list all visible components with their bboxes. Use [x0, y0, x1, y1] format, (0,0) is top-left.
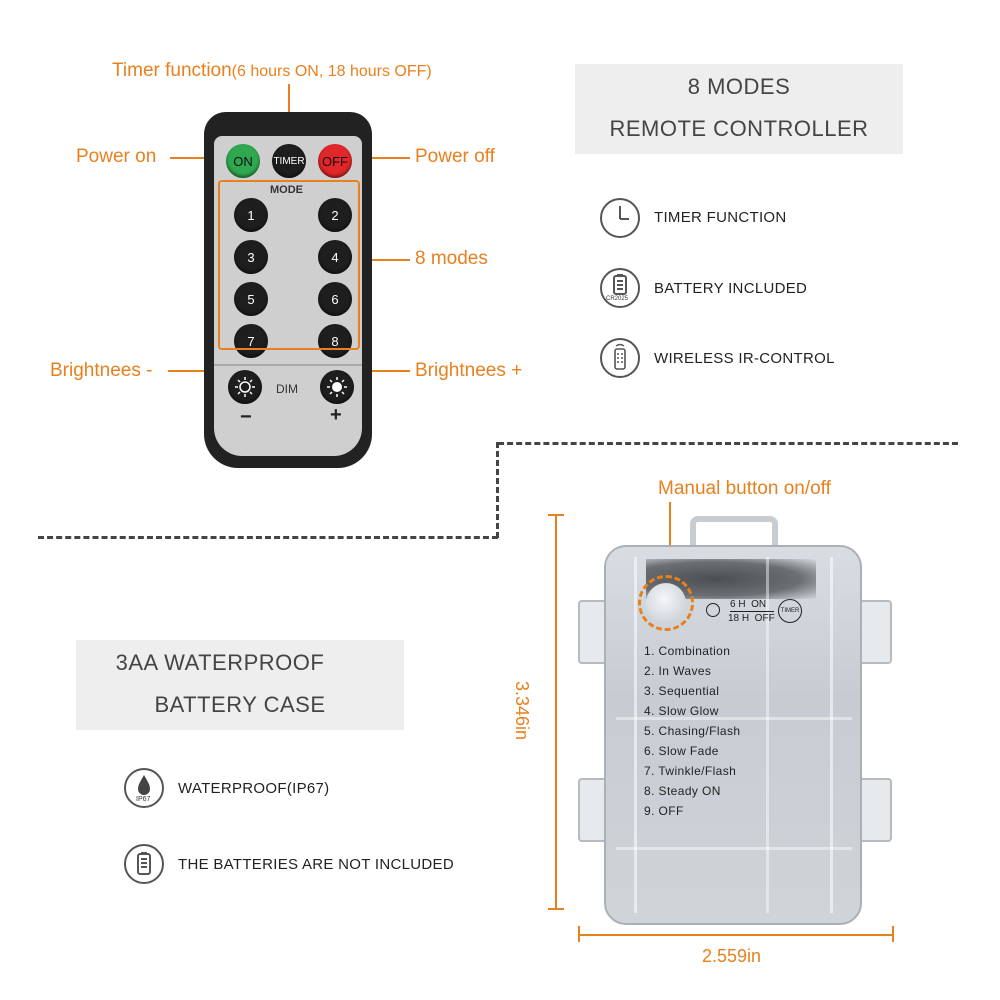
case-title-box: 3AA WATERPROOF BATTERY CASE — [76, 640, 404, 730]
mode-button-3[interactable]: 3 — [234, 240, 268, 274]
timer-button[interactable]: TIMER — [272, 144, 306, 178]
remote-divider — [214, 364, 362, 366]
case-modes-list: 1. Combination 2. In Waves 3. Sequential… — [644, 641, 740, 821]
case-ridge-h1 — [616, 717, 852, 720]
width-dimension-label: 2.559in — [702, 946, 762, 966]
battery-not-included-icon — [124, 844, 164, 884]
case-ridge-right — [830, 557, 833, 913]
case-mode-item: 3. Sequential — [644, 684, 720, 698]
manual-button-label: Manual button on/off — [658, 478, 831, 499]
brightness-down-button[interactable] — [228, 370, 262, 404]
remote-title-line1: 8 MODES — [687, 74, 791, 99]
on-button[interactable]: ON — [226, 144, 260, 178]
timer-off-text: 18 H OFF — [728, 613, 775, 624]
mode-button-6[interactable]: 6 — [318, 282, 352, 316]
remote-icon — [600, 338, 640, 378]
power-off-pointer — [352, 157, 410, 159]
divider-dashed-top — [498, 442, 958, 445]
manual-power-button[interactable] — [638, 575, 694, 631]
feature-wireless-ir: WIRELESS IR-CONTROL — [654, 350, 835, 367]
power-off-label: Power off — [415, 146, 495, 167]
height-dimension-line — [555, 514, 557, 910]
sun-outline-icon — [235, 377, 255, 397]
case-ridge-mid — [766, 557, 769, 913]
water-drop-icon: IP67 — [124, 768, 164, 808]
brightness-up-button[interactable] — [320, 370, 354, 404]
clock-icon — [600, 198, 640, 238]
timer-badge: TIMER — [778, 599, 802, 623]
feature-battery-included: BATTERY INCLUDED — [654, 280, 808, 297]
feature-waterproof: WATERPROOF(IP67) — [178, 780, 330, 797]
case-mode-item: 2. In Waves — [644, 664, 712, 678]
mode-button-7[interactable]: 7 — [234, 324, 268, 358]
case-mode-item: 1. Combination — [644, 644, 731, 658]
feature-timer: TIMER FUNCTION — [654, 209, 787, 226]
width-dimension-line — [578, 934, 894, 936]
modes-pointer — [360, 259, 410, 261]
manual-button-cap — [646, 583, 686, 623]
modes-highlight-frame — [218, 180, 360, 350]
brightness-plus-pointer — [350, 370, 410, 372]
timer-clock-icon — [706, 603, 720, 617]
width-dimension-cap-left — [578, 926, 580, 942]
remote-title-box: 8 MODES REMOTE CONTROLLER — [575, 64, 903, 154]
case-mode-item: 6. Slow Fade — [644, 744, 719, 758]
timer-note-text: (6 hours ON, 18 hours OFF) — [231, 63, 432, 80]
plus-sign: + — [330, 404, 342, 426]
case-handle — [690, 516, 778, 550]
dim-label: DIM — [276, 382, 298, 396]
case-ridge-left — [634, 557, 637, 913]
case-title-line1: 3AA WATERPROOF — [115, 650, 325, 675]
divider-dashed-vertical — [496, 442, 499, 538]
mode-button-2[interactable]: 2 — [318, 198, 352, 232]
height-dimension-cap-top — [548, 514, 564, 516]
brightness-minus-label: Brightnees - — [50, 360, 153, 381]
drop-glyph — [138, 775, 150, 795]
battery-glyph-2 — [137, 852, 151, 875]
remote-face: ON TIMER OFF MODE 1 2 3 4 5 6 7 8 DIM — [214, 136, 362, 456]
height-dimension-label: 3.346in — [512, 680, 533, 741]
mode-label: MODE — [270, 184, 303, 196]
case-mode-item: 7. Twinkle/Flash — [644, 764, 737, 778]
brightness-plus-label: Brightnees + — [415, 360, 523, 381]
mode-button-1[interactable]: 1 — [234, 198, 268, 232]
mode-button-8[interactable]: 8 — [318, 324, 352, 358]
case-ridge-h2 — [616, 847, 852, 850]
power-on-pointer — [170, 157, 226, 159]
timer-function-label: Timer function(6 hours ON, 18 hours OFF) — [112, 60, 432, 82]
battery-case: 6 H ON 18 H OFF TIMER 1. Combination 2. … — [604, 545, 862, 925]
case-title-line2: BATTERY CASE — [154, 692, 326, 717]
height-dimension-cap-bottom — [548, 908, 564, 910]
width-dimension-cap-right — [892, 926, 894, 942]
clock-hands — [619, 206, 629, 220]
divider-dashed-bottom — [38, 536, 498, 539]
case-mode-item: 5. Chasing/Flash — [644, 724, 741, 738]
remote-title-line2: REMOTE CONTROLLER — [609, 116, 869, 141]
minus-sign: − — [240, 406, 252, 428]
brightness-minus-pointer — [168, 370, 226, 372]
timer-divider — [730, 611, 774, 612]
timer-label-text: Timer function — [112, 60, 232, 81]
battery-glyph — [613, 274, 627, 295]
off-button[interactable]: OFF — [318, 144, 352, 178]
timer-on-text: 6 H ON — [730, 599, 767, 610]
case-mode-item: 9. OFF — [644, 804, 684, 818]
cr2025-text: CR2025 — [606, 296, 629, 302]
power-on-label: Power on — [76, 146, 157, 167]
manual-button-pointer — [669, 502, 671, 570]
case-mode-item: 4. Slow Glow — [644, 704, 719, 718]
remote-glyph — [614, 343, 626, 370]
feature-batteries-not-included: THE BATTERIES ARE NOT INCLUDED — [178, 856, 454, 873]
case-mode-item: 8. Steady ON — [644, 784, 721, 798]
battery-icon: CR2025 — [600, 268, 640, 308]
sun-filled-icon — [327, 377, 347, 397]
remote-controller: ON TIMER OFF MODE 1 2 3 4 5 6 7 8 DIM — [204, 112, 372, 468]
modes-label: 8 modes — [415, 248, 488, 269]
ip67-text: IP67 — [136, 796, 151, 803]
mode-button-5[interactable]: 5 — [234, 282, 268, 316]
mode-button-4[interactable]: 4 — [318, 240, 352, 274]
